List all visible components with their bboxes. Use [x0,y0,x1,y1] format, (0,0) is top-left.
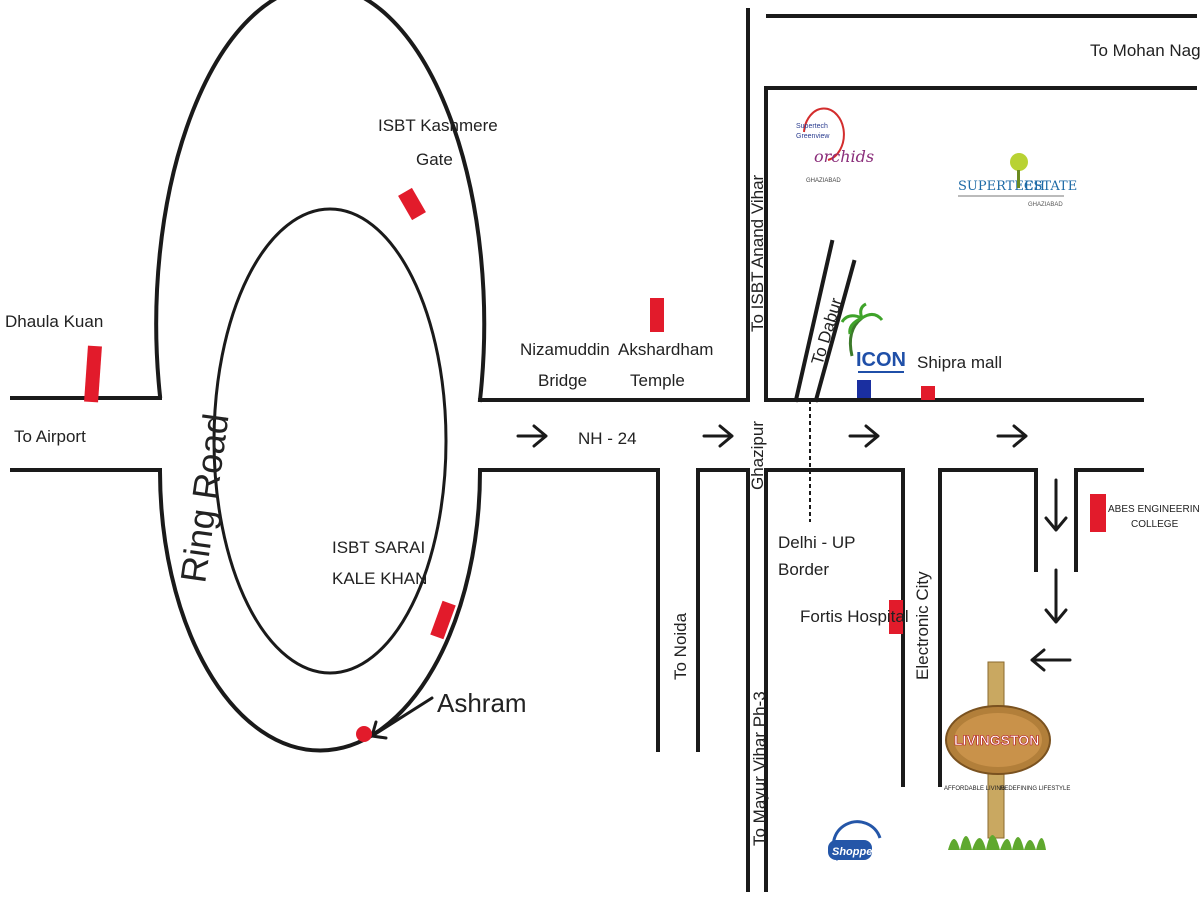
svg-text:AFFORDABLE LIVING: AFFORDABLE LIVING [944,786,1006,792]
svg-text:orchids: orchids [814,147,874,166]
nh24-label: NH - 24 [578,429,637,448]
supertech-estate-logo: SUPERTECH ESTATE GHAZIABAD [958,153,1077,208]
arrow-east-4 [996,424,1028,448]
mohan-nagar-road [764,14,1197,90]
dabur-road [793,239,857,403]
delhi-up-label-1: Delhi - UP [778,533,855,552]
nizamuddin-label-2: Bridge [538,371,587,390]
isbt-sarai-label-2: KALE KHAN [332,569,427,588]
svg-text:Greenview: Greenview [796,133,830,140]
shoppe-logo: Shoppe [828,820,882,861]
to-airport-label: To Airport [14,427,86,446]
ashram-marker [356,726,372,742]
ghazipur-label: Ghazipur [748,421,767,490]
dhaula-kuan-label: Dhaula Kuan [5,312,103,331]
shipra-mall-label: Shipra mall [917,353,1002,372]
fortis-marker [889,600,903,634]
to-noida-label: To Noida [671,612,690,680]
to-mohan-nagar-label: To Mohan Nagar [1090,41,1200,60]
kashmere-gate-marker [398,187,426,221]
svg-text:ESTATE: ESTATE [1024,179,1077,194]
abes-marker [1090,494,1106,532]
nh24-road [478,398,1144,472]
svg-text:REDEFINING LIFESTYLE: REDEFINING LIFESTYLE [1000,786,1070,792]
arrow-east-3 [848,424,880,448]
icon-marker [857,380,871,398]
svg-text:SUPERTECH: SUPERTECH [958,179,1045,194]
arrow-ashram [370,696,434,740]
akshardham-label-2: Temple [630,371,685,390]
isbt-kashmere-label-2: Gate [416,150,453,169]
shipra-mall-marker [921,386,935,400]
to-mayur-vihar-label: To Mayur Vihar Ph-3 [750,691,769,846]
livingston-logo: LIVINGSTON AFFORDABLE LIVING REDEFINING … [944,661,1070,850]
isbt-sarai-label-1: ISBT SARAI [332,538,425,557]
arrow-south-1 [1044,478,1068,532]
ring-road [154,0,487,753]
fortis-label: Fortis Hospital [800,607,909,626]
svg-text:Supertech: Supertech [796,123,828,130]
svg-text:ICON: ICON [856,349,906,371]
abes-label-2: COLLEGE [1131,519,1179,530]
delhi-up-label-2: Border [778,560,829,579]
ghazipur-road [746,8,768,892]
to-isbt-anand-vihar-label: To ISBT Anand Vihar [748,174,767,332]
icon-logo: ICON [840,302,906,373]
arrow-south-2 [1044,568,1068,624]
electronic-city-label: Electronic City [913,571,932,680]
orchids-logo: Supertech Greenview orchids GHAZIABAD [796,107,874,184]
isbt-kashmere-label-1: ISBT Kashmere [378,116,498,135]
sarai-kale-khan-marker [430,600,456,640]
ring-road-label: Ring Road [172,411,236,585]
akshardham-label-1: Akshardham [618,340,713,359]
abes-label-1: ABES ENGINEERING [1108,504,1200,515]
akshardham-marker [650,298,664,332]
ashram-label: Ashram [437,688,527,718]
arrow-west [1030,648,1072,672]
dhaula-kuan-marker [84,345,102,403]
svg-text:GHAZIABAD: GHAZIABAD [806,178,841,184]
svg-text:GHAZIABAD: GHAZIABAD [1028,202,1063,208]
arrow-east-2 [702,424,734,448]
abes-road [1034,468,1078,572]
nizamuddin-label-1: Nizamuddin [520,340,610,359]
svg-text:Shoppe: Shoppe [832,846,872,858]
to-noida-road [656,468,700,752]
arrow-east-1 [516,424,548,448]
svg-text:LIVINGSTON: LIVINGSTON [954,732,1039,748]
